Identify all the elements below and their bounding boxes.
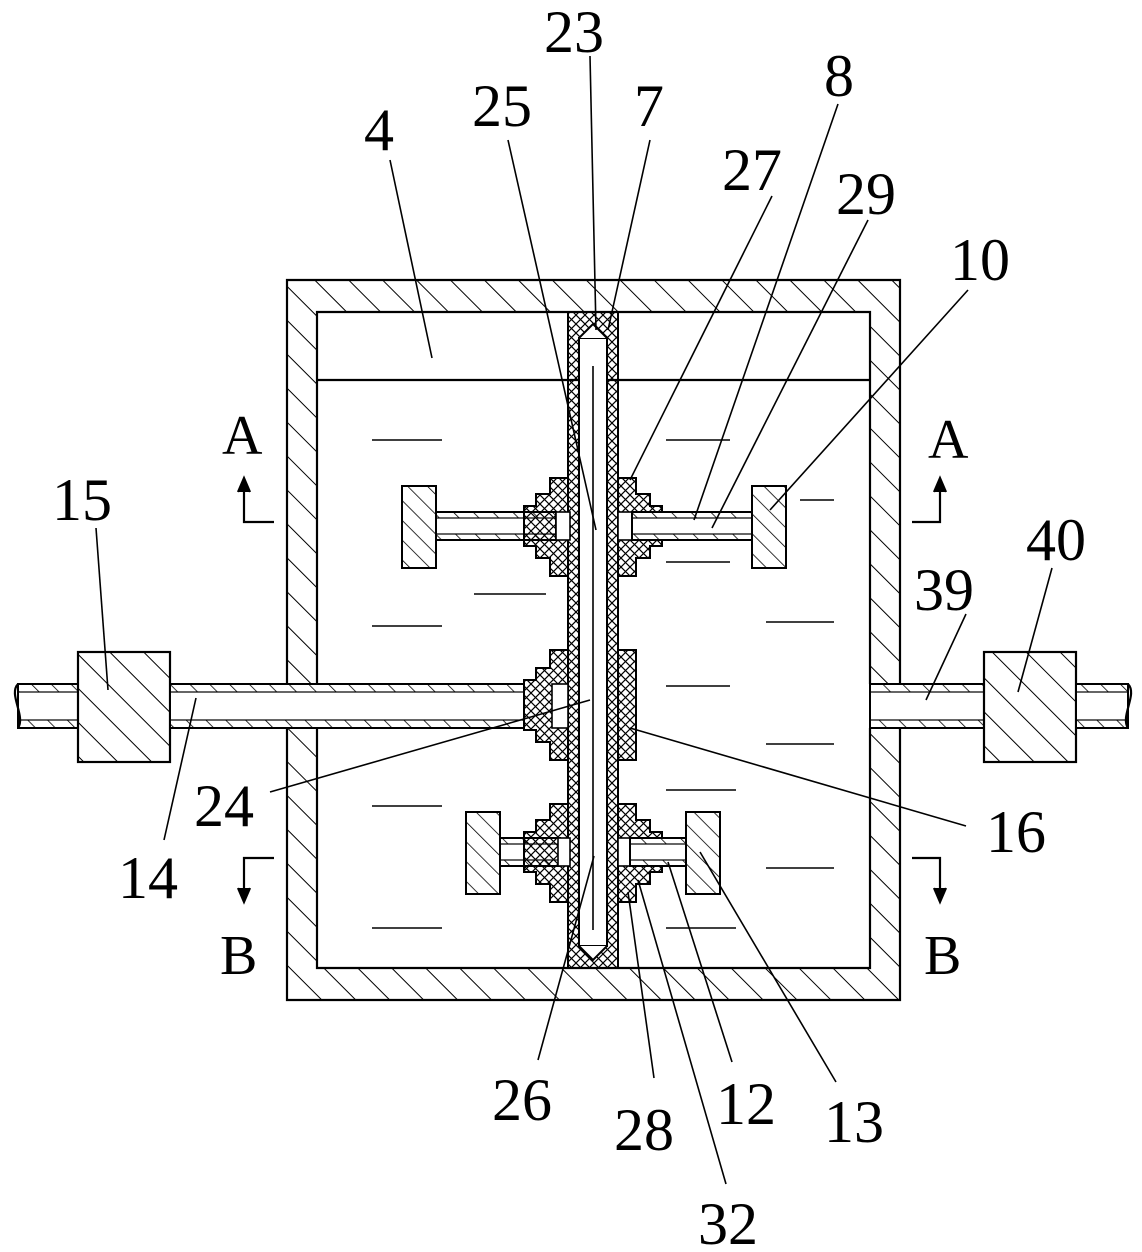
- label-28: 28: [614, 1097, 674, 1163]
- upper-arm-right: [617, 477, 787, 577]
- right-pipe: [869, 650, 1133, 764]
- lower-arm-left: [465, 803, 571, 903]
- label-25: 25: [472, 73, 532, 139]
- part-labels: 23 25 7 8 4 27 29 10 15 40 39 24 14 16 2…: [52, 0, 1086, 1252]
- central-shaft-assembly: [567, 311, 619, 969]
- section-a-right: A: [928, 409, 969, 471]
- label-10: 10: [950, 227, 1010, 293]
- section-b-left: B: [220, 925, 257, 987]
- section-arrows: [236, 475, 948, 905]
- label-8: 8: [824, 43, 854, 109]
- label-39: 39: [914, 557, 974, 623]
- label-32: 32: [698, 1191, 758, 1252]
- label-27: 27: [722, 137, 782, 203]
- label-26: 26: [492, 1067, 552, 1133]
- label-40: 40: [1026, 507, 1086, 573]
- left-pipe: [13, 650, 525, 764]
- label-14: 14: [118, 845, 178, 911]
- label-16: 16: [986, 799, 1046, 865]
- label-4: 4: [364, 97, 394, 163]
- section-a-left: A: [222, 405, 263, 467]
- label-7: 7: [634, 73, 664, 139]
- upper-arm-left: [401, 477, 571, 577]
- label-13: 13: [824, 1089, 884, 1155]
- label-15: 15: [52, 467, 112, 533]
- section-b-right: B: [924, 925, 961, 987]
- label-12: 12: [716, 1071, 776, 1137]
- liquid-marks: [372, 439, 834, 929]
- section-letters: A A B B: [220, 405, 969, 987]
- leader-lines: [95, 55, 1053, 1185]
- label-29: 29: [836, 161, 896, 227]
- lower-arm-right: [617, 803, 721, 903]
- label-23: 23: [544, 0, 604, 65]
- middle-inlet: [523, 649, 637, 761]
- label-24: 24: [194, 773, 254, 839]
